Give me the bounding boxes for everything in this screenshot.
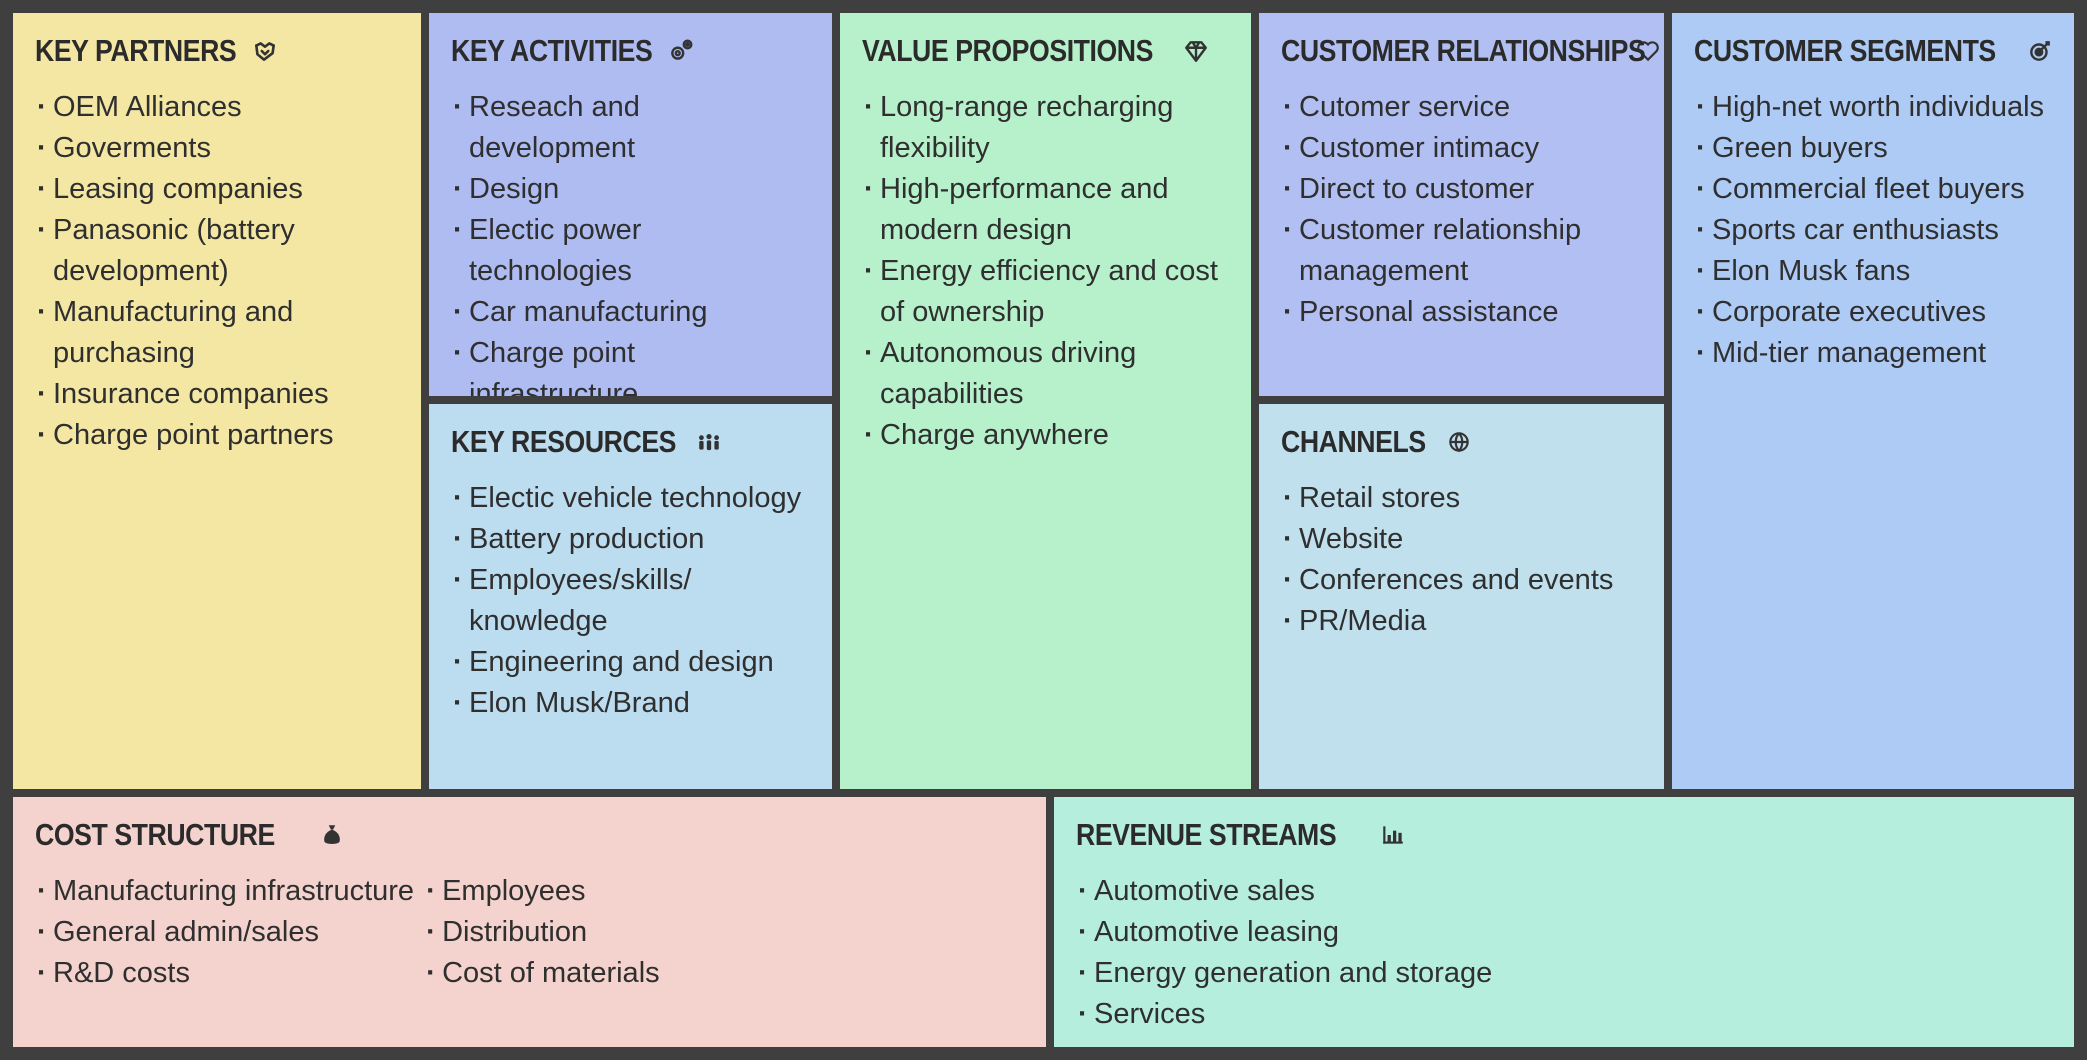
bar-chart-icon [1379, 821, 1407, 849]
key-resources-item: Employees/skills/ knowledge [451, 560, 810, 642]
cost-structure-header: COST STRUCTURE [35, 817, 1024, 853]
cost-structure-columns: Manufacturing infrastructureGeneral admi… [35, 871, 1024, 994]
channels-block: CHANNELS Retail storesWebsiteConferences… [1259, 404, 1664, 789]
cost-structure-item: Employees [424, 871, 660, 912]
revenue-streams-block: REVENUE STREAMS Automotive salesAutomoti… [1054, 797, 2074, 1047]
revenue-streams-list: Automotive salesAutomotive leasingEnergy… [1076, 871, 2052, 1035]
key-resources-title: KEY RESOURCES [451, 424, 677, 459]
value-propositions-list: Long-range recharging flexibilityHigh-pe… [862, 87, 1229, 456]
key-activities-title: KEY ACTIVITIES [451, 33, 653, 68]
revenue-streams-item: Services [1076, 994, 2052, 1035]
diamond-icon [1182, 37, 1210, 65]
value-propositions-item: High-performance and modern design [862, 169, 1229, 251]
customer-segments-item: Commercial fleet buyers [1694, 169, 2052, 210]
revenue-streams-item: Automotive sales [1076, 871, 2052, 912]
customer-segments-item: Sports car enthusiasts [1694, 210, 2052, 251]
customer-relationships-item: Cutomer service [1281, 87, 1642, 128]
cost-structure-title: COST STRUCTURE [35, 817, 275, 852]
key-partners-item: Insurance companies [35, 374, 399, 415]
channels-title: CHANNELS [1281, 424, 1426, 459]
key-partners-item: Manufacturing and purchasing [35, 292, 399, 374]
key-activities-block: KEY ACTIVITIES Reseach and developmentDe… [429, 13, 832, 396]
channels-item: Retail stores [1281, 478, 1642, 519]
key-partners-item: Leasing companies [35, 169, 399, 210]
revenue-streams-header: REVENUE STREAMS [1076, 817, 2052, 853]
channels-item: Conferences and events [1281, 560, 1642, 601]
customer-segments-item: High-net worth individuals [1694, 87, 2052, 128]
cost-structure-item: Distribution [424, 912, 660, 953]
gears-icon [667, 37, 695, 65]
customer-segments-title: CUSTOMER SEGMENTS [1694, 33, 1996, 68]
customer-relationships-block: CUSTOMER RELATIONSHIPS Cutomer serviceCu… [1259, 13, 1664, 396]
key-activities-item: Design [451, 169, 810, 210]
value-propositions-item: Charge anywhere [862, 415, 1229, 456]
customer-relationships-item: Customer intimacy [1281, 128, 1642, 169]
cost-structure-item: R&D costs [35, 953, 414, 994]
value-propositions-item: Autonomous driving capabilities [862, 333, 1229, 415]
key-partners-item: OEM Alliances [35, 87, 399, 128]
channels-list: Retail storesWebsiteConferences and even… [1281, 478, 1642, 642]
heart-icon [1635, 37, 1661, 65]
key-resources-header: KEY RESOURCES [451, 424, 810, 460]
key-partners-block: KEY PARTNERS OEM AlliancesGovermentsLeas… [13, 13, 421, 789]
key-partners-item: Charge point partners [35, 415, 399, 456]
customer-relationships-item: Direct to customer [1281, 169, 1642, 210]
handshake-icon [251, 37, 279, 65]
cost-structure-item: Manufacturing infrastructure [35, 871, 414, 912]
revenue-streams-title: REVENUE STREAMS [1076, 817, 1337, 852]
revenue-streams-item: Automotive leasing [1076, 912, 2052, 953]
customer-relationships-item: Personal assistance [1281, 292, 1642, 333]
key-partners-item: Panasonic (battery development) [35, 210, 399, 292]
customer-segments-list: High-net worth individualsGreen buyersCo… [1694, 87, 2052, 374]
cost-structure-list-right: EmployeesDistributionCost of materials [424, 871, 660, 994]
cost-structure-item: Cost of materials [424, 953, 660, 994]
people-icon [695, 428, 723, 456]
cost-structure-block: COST STRUCTURE Manufacturing infrastruct… [13, 797, 1046, 1047]
channels-header: CHANNELS [1281, 424, 1642, 460]
key-activities-header: KEY ACTIVITIES [451, 33, 810, 69]
key-partners-list: OEM AlliancesGovermentsLeasing companies… [35, 87, 399, 456]
key-activities-item: Charge point infrastructure [451, 333, 810, 396]
customer-segments-item: Mid-tier management [1694, 333, 2052, 374]
key-activities-item: Reseach and development [451, 87, 810, 169]
value-propositions-title: VALUE PROPOSITIONS [862, 33, 1153, 68]
revenue-streams-item: Energy generation and storage [1076, 953, 2052, 994]
cost-structure-list-left: Manufacturing infrastructureGeneral admi… [35, 871, 414, 994]
channels-item: Website [1281, 519, 1642, 560]
customer-segments-header: CUSTOMER SEGMENTS [1694, 33, 2052, 69]
customer-segments-item: Green buyers [1694, 128, 2052, 169]
key-resources-item: Engineering and design [451, 642, 810, 683]
key-resources-item: Elon Musk/Brand [451, 683, 810, 724]
key-resources-block: KEY RESOURCES Electic vehicle technology… [429, 404, 832, 789]
customer-segments-item: Corporate executives [1694, 292, 2052, 333]
key-partners-header: KEY PARTNERS [35, 33, 399, 69]
customer-segments-item: Elon Musk fans [1694, 251, 2052, 292]
customer-relationships-header: CUSTOMER RELATIONSHIPS [1281, 33, 1659, 69]
target-icon [2027, 37, 2053, 65]
key-activities-item: Car manufacturing [451, 292, 810, 333]
key-activities-item: Electic power technologies [451, 210, 810, 292]
cost-structure-item: General admin/sales [35, 912, 414, 953]
key-resources-list: Electic vehicle technologyBattery produc… [451, 478, 810, 724]
money-bag-icon [318, 821, 346, 849]
key-resources-item: Battery production [451, 519, 810, 560]
customer-relationships-item: Customer relationship management [1281, 210, 1642, 292]
customer-segments-block: CUSTOMER SEGMENTS High-net worth individ… [1672, 13, 2074, 789]
globe-icon [1445, 428, 1473, 456]
value-propositions-item: Energy efficiency and cost of ownership [862, 251, 1229, 333]
customer-relationships-list: Cutomer serviceCustomer intimacyDirect t… [1281, 87, 1642, 333]
customer-relationships-title: CUSTOMER RELATIONSHIPS [1281, 33, 1646, 68]
key-partners-item: Goverments [35, 128, 399, 169]
key-partners-title: KEY PARTNERS [35, 33, 237, 68]
value-propositions-header: VALUE PROPOSITIONS [862, 33, 1229, 69]
key-resources-item: Electic vehicle technology [451, 478, 810, 519]
value-propositions-block: VALUE PROPOSITIONS Long-range recharging… [840, 13, 1251, 789]
value-propositions-item: Long-range recharging flexibility [862, 87, 1229, 169]
key-activities-list: Reseach and developmentDesignElectic pow… [451, 87, 810, 396]
channels-item: PR/Media [1281, 601, 1642, 642]
